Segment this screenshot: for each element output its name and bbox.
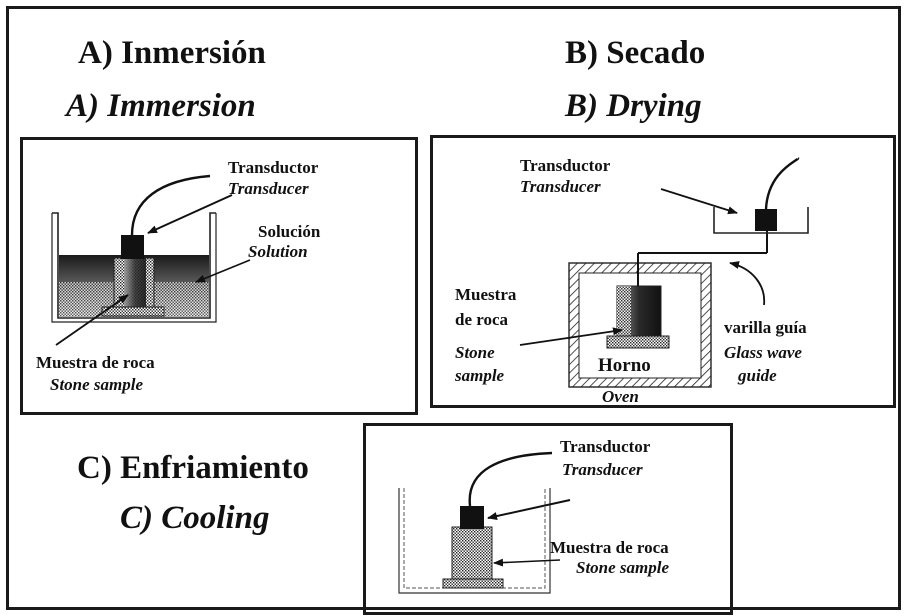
label-b-sample-en-2: sample bbox=[455, 366, 505, 385]
heading-drying-es: B) Secado bbox=[565, 35, 706, 71]
label-b-oven-en: Oven bbox=[602, 387, 639, 406]
label-c-sample-es: Muestra de roca bbox=[550, 538, 669, 557]
label-b-guide-en-2: guide bbox=[738, 366, 777, 385]
heading-immersion-es: A) Inmersión bbox=[78, 35, 266, 71]
heading-cooling-en: C) Cooling bbox=[120, 500, 270, 536]
label-b-sample-en-1: Stone bbox=[455, 343, 495, 362]
panel-drying bbox=[430, 135, 896, 408]
cooling-apparatus bbox=[398, 451, 571, 594]
panel-cooling bbox=[363, 423, 733, 615]
label-b-guide-es: varilla guía bbox=[724, 318, 807, 337]
label-b-sample-es-2: de roca bbox=[455, 310, 509, 329]
label-b-sample-es-1: Muestra bbox=[455, 285, 517, 304]
drying-apparatus bbox=[519, 156, 809, 388]
label-a-solution-es: Solución bbox=[258, 222, 321, 241]
label-a-transducer-es: Transductor bbox=[228, 158, 319, 177]
heading-immersion-en: A) Immersion bbox=[66, 88, 256, 124]
heading-cooling-es: C) Enfriamiento bbox=[77, 450, 309, 486]
label-c-sample-en: Stone sample bbox=[576, 558, 670, 577]
label-a-solution-en: Solution bbox=[248, 242, 308, 261]
label-a-sample-en: Stone sample bbox=[50, 375, 144, 394]
label-b-transducer-en: Transducer bbox=[520, 177, 601, 196]
label-a-sample-es: Muestra de roca bbox=[36, 353, 155, 372]
heading-drying-en: B) Drying bbox=[565, 88, 702, 124]
panel-immersion bbox=[20, 137, 418, 415]
immersion-apparatus bbox=[51, 174, 251, 346]
label-b-oven-es: Horno bbox=[598, 355, 651, 376]
label-b-transducer-es: Transductor bbox=[520, 156, 611, 175]
label-c-transducer-es: Transductor bbox=[560, 437, 651, 456]
label-c-transducer-en: Transducer bbox=[562, 460, 643, 479]
label-a-transducer-en: Transducer bbox=[228, 179, 309, 198]
label-b-guide-en-1: Glass wave bbox=[724, 343, 802, 362]
